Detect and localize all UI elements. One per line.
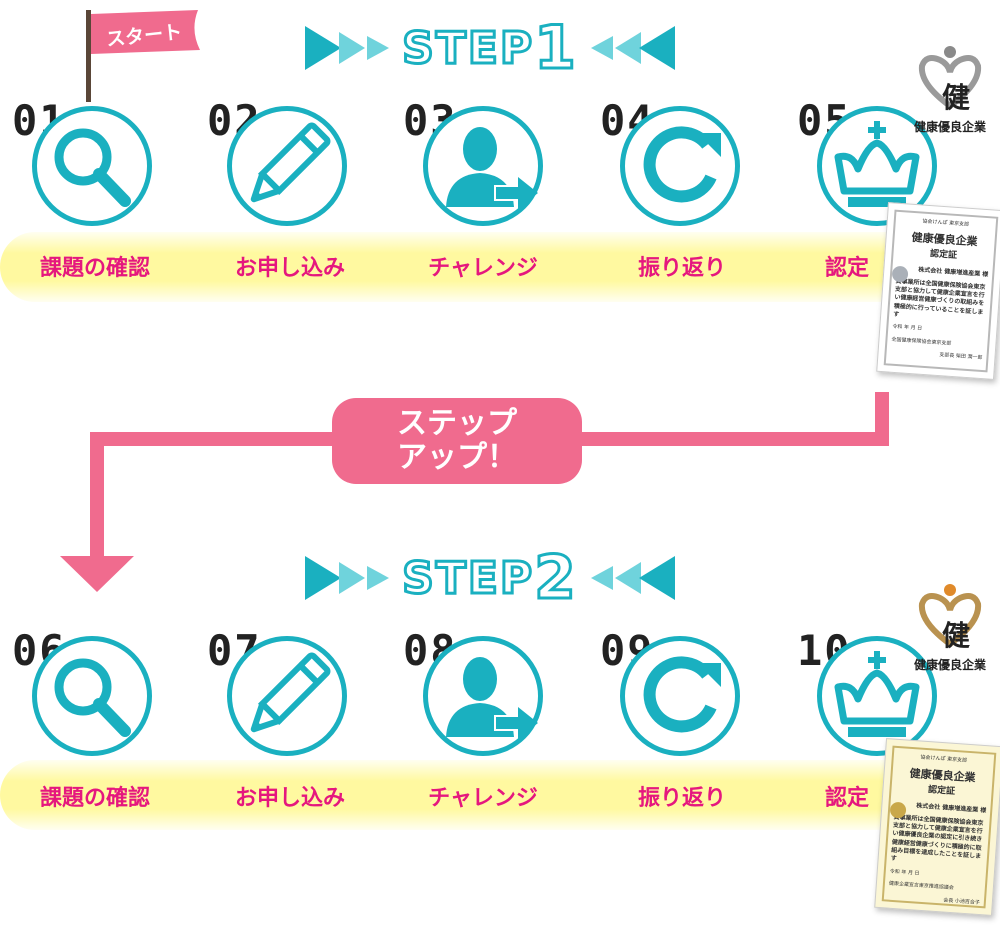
certificate-step2: 協会けんぽ 東京支部 健康優良企業 認定証 株式会社 健康増進産業 様 貴事業所… — [874, 738, 1000, 916]
kenko-text: 健康優良企業 — [913, 658, 986, 672]
step-label-03: チャレンジ — [428, 256, 538, 281]
kenko-ken-char: 健 — [942, 619, 971, 652]
refresh-icon — [643, 656, 721, 733]
cert-issuer: 健康企業宣言東京推進協議会 — [888, 880, 954, 892]
cert-body: 貴事業所は全国健康保険協会東京支部と協力して健康企業宣言を行い健康優良企業の認定… — [890, 813, 984, 863]
step-label-07: お申し込み — [234, 786, 345, 811]
cert-company: 株式会社 健康増進産業 様 — [916, 801, 987, 814]
crown-icon — [834, 121, 920, 207]
step-label-10: 認定 — [824, 786, 869, 811]
step-label-02: お申し込み — [234, 256, 345, 281]
kenko-text: 健康優良企業 — [913, 120, 986, 134]
step-up-line1: ステップ — [397, 405, 517, 441]
step-03-circle — [423, 106, 543, 226]
search-icon — [54, 658, 131, 737]
pencil-icon — [250, 652, 331, 733]
step1-word: STEP — [401, 21, 535, 75]
connector-vertical-left — [90, 432, 104, 560]
step2-arrows-icon — [305, 556, 675, 600]
highlight-band-step2 — [0, 760, 1000, 830]
step-09-circle — [620, 636, 740, 756]
kenko-ken-char: 健 — [942, 81, 971, 114]
step-label-08: チャレンジ — [428, 786, 538, 811]
flag-icon — [86, 10, 200, 102]
cert-date: 令和 年 月 日 — [889, 868, 920, 877]
step2-number: 2 — [533, 542, 578, 615]
start-flag: スタート — [86, 10, 202, 102]
cert-signer: 支部長 柴田 潤一郎 — [939, 352, 983, 362]
step-10-circle — [817, 636, 937, 756]
step-up-line2: アップ！ — [397, 440, 517, 475]
cert-body: 貴事業所は全国健康保険協会東京支部と協力して健康企業宣言を行い健康経営健康づくり… — [893, 277, 986, 319]
kenko-badge-step1: 健 健康優良企業 — [900, 44, 1000, 144]
step-02-circle — [227, 106, 347, 226]
step-label-06: 課題の確認 — [39, 786, 150, 811]
step-08-circle — [423, 636, 543, 756]
step-label-09: 振り返り — [637, 786, 726, 811]
crown-icon — [834, 651, 920, 737]
certificate-frame: 協会けんぽ 東京支部 健康優良企業 認定証 株式会社 健康増進産業 様 貴事業所… — [881, 745, 997, 909]
step1-number: 1 — [533, 12, 578, 85]
person-arrow-icon — [446, 657, 538, 739]
heart-person-icon — [918, 46, 982, 110]
cert-signer: 会長 小池百合子 — [943, 897, 981, 906]
step-label-05: 認定 — [824, 256, 869, 281]
kenko-badge-step2: 健 健康優良企業 — [900, 582, 1000, 682]
certificate-step1: 協会けんぽ 東京支部 健康優良企業 認定証 株式会社 健康増進産業 様 貴事業所… — [876, 202, 1000, 380]
step-label-04: 振り返り — [637, 256, 726, 281]
certificate-frame: 協会けんぽ 東京支部 健康優良企業 認定証 株式会社 健康増進産業 様 貴事業所… — [883, 209, 999, 373]
person-arrow-icon — [446, 127, 538, 209]
cert-company: 株式会社 健康増進産業 様 — [918, 265, 989, 278]
step-label-01: 課題の確認 — [39, 256, 150, 281]
step-up-badge: ステップ アップ！ — [332, 398, 582, 484]
step-01-circle — [32, 106, 152, 226]
pencil-icon — [250, 122, 331, 203]
step-04-circle — [620, 106, 740, 226]
refresh-icon — [643, 126, 721, 203]
step-07-circle — [227, 636, 347, 756]
step1-arrows-icon — [305, 26, 675, 70]
search-icon — [54, 128, 131, 207]
down-arrow-icon — [60, 556, 134, 592]
highlight-band-step1 — [0, 232, 1000, 302]
cert-date: 令和 年 月 日 — [892, 324, 923, 333]
step2-word: STEP — [401, 551, 535, 605]
cert-issuer: 全国健康保険協会東京支部 — [891, 336, 952, 347]
heart-person-icon — [918, 584, 982, 648]
step-06-circle — [32, 636, 152, 756]
